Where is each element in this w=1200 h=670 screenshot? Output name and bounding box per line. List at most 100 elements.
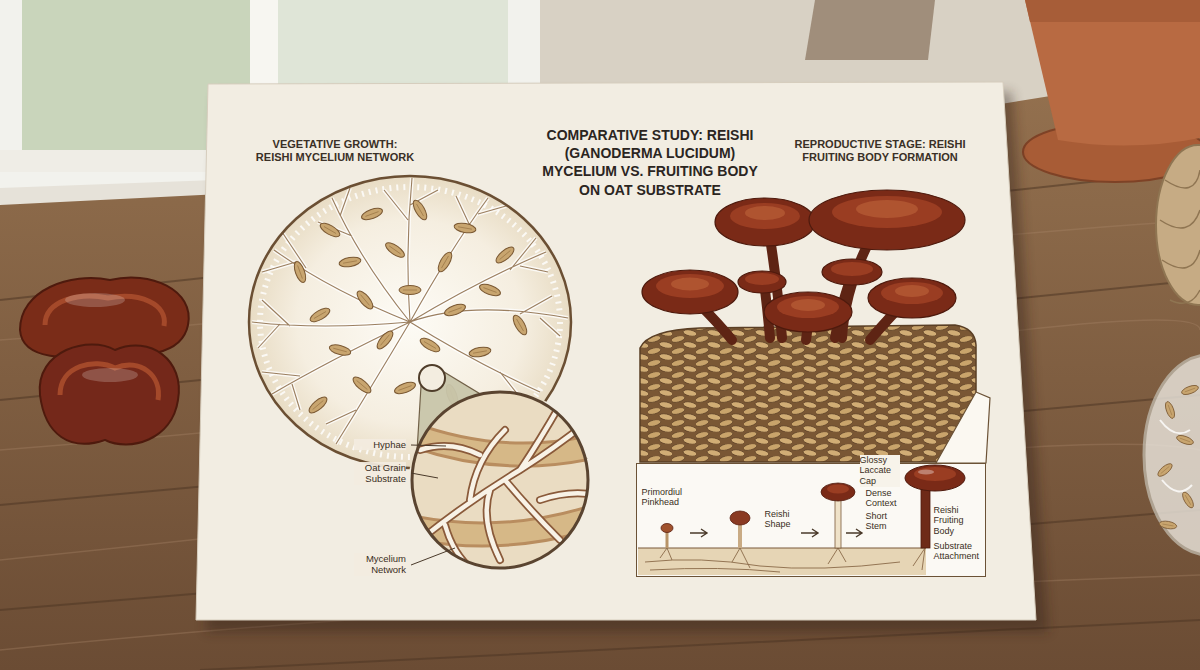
mycelium-illustration bbox=[354, 289, 375, 312]
part-label: Dense Context bbox=[866, 488, 906, 510]
part-label: Mycelium Network bbox=[354, 553, 406, 576]
mycelium-illustration bbox=[418, 336, 442, 355]
stage-illustration bbox=[821, 483, 855, 501]
fruiting-illustration bbox=[738, 271, 786, 293]
fruiting-illustration bbox=[745, 206, 785, 220]
glass-dish bbox=[1144, 355, 1200, 555]
stage-illustration bbox=[921, 488, 930, 548]
stage-illustration bbox=[636, 463, 986, 577]
stage-illustration bbox=[690, 529, 862, 537]
part-label: Hyphae bbox=[354, 439, 406, 450]
fruiting-illustration bbox=[822, 259, 882, 285]
fruiting-illustration bbox=[832, 196, 942, 228]
diagram-title: COMPARATIVE STUDY: REISHI (GANODERMA LUC… bbox=[534, 126, 766, 199]
mycelium-illustration bbox=[318, 221, 342, 240]
stage-illustration bbox=[918, 470, 934, 475]
mycelium-illustration bbox=[453, 222, 476, 235]
stage-box: Primordiul PinkheadReishi ShapeGlossy La… bbox=[636, 463, 986, 577]
mycelium-illustration bbox=[308, 306, 332, 325]
stage-illustration bbox=[914, 467, 956, 481]
terracotta-pot bbox=[1025, 0, 1200, 146]
fruiting-illustration bbox=[656, 274, 724, 298]
mycelium-illustration bbox=[360, 206, 384, 222]
fruiting-illustration bbox=[640, 325, 976, 462]
stage-illustration bbox=[905, 465, 965, 491]
terracotta-pot bbox=[1025, 0, 1200, 22]
fruiting-illustration bbox=[881, 282, 943, 304]
stage-illustration bbox=[730, 511, 750, 525]
section-heading: REPRODUCTIVE STAGE: REISHI FRUITING BODY… bbox=[780, 138, 980, 164]
magnifier-inset bbox=[412, 392, 588, 568]
node-outline bbox=[249, 176, 571, 468]
twine-ball bbox=[1160, 170, 1200, 303]
part-label: Short Stem bbox=[866, 511, 899, 533]
glass-dish bbox=[1156, 462, 1174, 479]
node-outline bbox=[247, 174, 573, 470]
stage-illustration bbox=[638, 547, 926, 548]
mycelium-illustration bbox=[292, 260, 308, 284]
mycelium-illustration bbox=[338, 256, 361, 269]
table-top bbox=[0, 72, 1200, 670]
fruiting-illustration bbox=[640, 190, 990, 463]
glass-dish bbox=[1180, 491, 1195, 510]
glass-dish bbox=[1175, 434, 1194, 447]
stage-illustration bbox=[638, 548, 926, 575]
stage-illustration bbox=[661, 524, 673, 533]
fruiting-illustration bbox=[671, 278, 709, 291]
fruiting-illustration bbox=[777, 296, 839, 318]
dried-reishi bbox=[40, 344, 179, 444]
dried-reishi bbox=[65, 293, 125, 307]
glass-dish bbox=[1159, 520, 1178, 530]
fruiting-illustration bbox=[831, 262, 873, 276]
part-label: Primordiul Pinkhead bbox=[642, 487, 686, 509]
mycelium-illustration bbox=[383, 240, 406, 260]
terracotta-pot bbox=[1023, 0, 1200, 182]
fruiting-illustration bbox=[856, 200, 918, 218]
mycelium-illustration bbox=[436, 250, 455, 274]
mycelium-illustration bbox=[393, 380, 417, 396]
fruiting-illustration bbox=[764, 292, 852, 332]
twine-ball bbox=[1156, 145, 1200, 305]
mycelium-illustration bbox=[478, 282, 502, 298]
fruiting-illustration bbox=[809, 190, 965, 250]
mycelium-illustration bbox=[374, 329, 395, 352]
glass-dish bbox=[1144, 355, 1200, 555]
fruiting-illustration bbox=[868, 278, 956, 318]
stage-illustration bbox=[835, 496, 841, 548]
dried-reishi bbox=[20, 277, 189, 444]
glass-dish bbox=[1164, 400, 1177, 419]
twine-ball bbox=[1156, 145, 1200, 305]
fruiting-illustration bbox=[936, 392, 990, 463]
part-label: Reishi Fruiting Body bbox=[934, 505, 980, 537]
stage-illustration bbox=[827, 485, 849, 494]
fruiting-illustration bbox=[730, 203, 800, 229]
mycelium-illustration bbox=[351, 374, 374, 395]
fruiting-illustration bbox=[745, 273, 779, 285]
dried-reishi bbox=[82, 368, 138, 382]
magnifier-inset bbox=[400, 405, 600, 575]
poster-card bbox=[196, 82, 1048, 632]
glass-dish bbox=[1180, 384, 1199, 397]
magnifier-inset bbox=[419, 365, 445, 391]
mycelium-illustration bbox=[511, 313, 530, 337]
part-label: Oat Grain Substrate bbox=[354, 462, 406, 485]
part-label: Glossy Laccate Cap bbox=[860, 455, 900, 487]
mycelium-illustration bbox=[328, 343, 352, 357]
mycelium-illustration bbox=[494, 244, 517, 265]
mycelium-illustration bbox=[411, 198, 430, 222]
mycelium-illustration bbox=[399, 286, 421, 295]
part-label: Substrate Attachment bbox=[934, 541, 982, 563]
fruiting-illustration bbox=[791, 299, 825, 311]
fruiting-illustration bbox=[895, 285, 929, 297]
part-label: Reishi Shape bbox=[765, 509, 798, 531]
small-pot bbox=[805, 0, 935, 60]
stage-illustration bbox=[738, 522, 742, 548]
small-pot bbox=[805, 0, 935, 60]
mycelium-illustration bbox=[443, 302, 467, 318]
section-heading: VEGETATIVE GROWTH: REISHI MYCELIUM NETWO… bbox=[255, 138, 415, 164]
